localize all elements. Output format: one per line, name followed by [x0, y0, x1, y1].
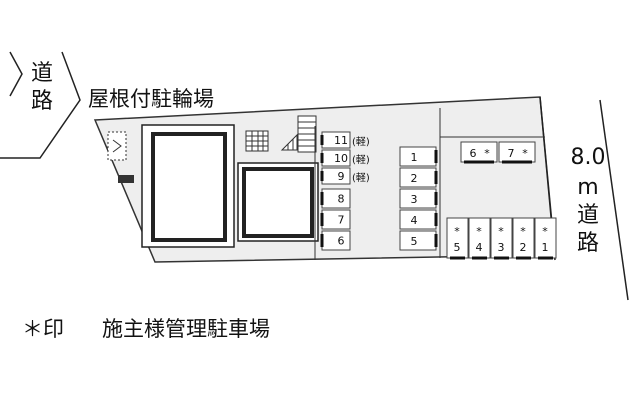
slot-mark: *: [454, 225, 460, 238]
parking-slot-5: 5: [399, 230, 438, 251]
road-right-unit: m: [577, 175, 598, 200]
road-left-char-1: 道: [31, 61, 53, 86]
building-second: [242, 167, 314, 238]
slot-mark: *: [476, 225, 482, 238]
slot-number: 3: [411, 193, 418, 206]
slot-mark: *: [520, 225, 526, 238]
slot-number: 9: [338, 170, 345, 183]
entrance-marker: [107, 131, 127, 161]
parking-slot-11: 11: [320, 131, 351, 149]
mailbox-icon: [118, 175, 134, 183]
top-right-slot-row: 6*7*: [460, 141, 536, 164]
bicycle-parking-label: 屋根付駐輪場: [88, 87, 214, 111]
slot-number: 1: [542, 241, 549, 254]
slot-number: 7: [338, 214, 345, 227]
slot-number: 6: [470, 147, 477, 160]
slot-number: 5: [411, 235, 418, 248]
slot-mark: *: [542, 225, 548, 238]
slot-mark: *: [484, 147, 490, 160]
middle-slot-column: 1 2 3 4 5: [399, 146, 438, 251]
road-right-char-2: 路: [577, 231, 599, 256]
left-slot-column: 11 10 9 8 7 6: [320, 131, 351, 251]
slot-number: 8: [338, 193, 345, 206]
parking-slot-6: 6*: [460, 141, 498, 164]
slot-number: 2: [520, 241, 527, 254]
kei-label-9: (軽): [352, 172, 370, 184]
parking-slot-1: 1: [399, 146, 438, 167]
road-left-marker-1: [9, 51, 23, 97]
slot-number: 5: [454, 241, 461, 254]
slot-mark: *: [498, 225, 504, 238]
parking-slot-1: *1: [534, 217, 557, 260]
parking-slot-2: *2: [512, 217, 535, 260]
slot-number: 4: [411, 214, 418, 227]
road-left-edge: [0, 51, 81, 159]
legend-text: 施主様管理駐車場: [102, 317, 270, 341]
slot-number: 2: [411, 172, 418, 185]
building-main: [151, 132, 227, 242]
slot-number: 3: [498, 241, 505, 254]
parking-slot-6: 6: [320, 230, 351, 251]
parking-slot-9: 9: [320, 167, 351, 185]
slot-number: 6: [338, 235, 345, 248]
slot-number: 7: [508, 147, 515, 160]
slot-number: 10: [334, 152, 348, 165]
parking-slot-5: *5: [446, 217, 469, 260]
slot-number: 1: [411, 151, 418, 164]
slot-number: 4: [476, 241, 483, 254]
road-right-width: 8.0: [571, 145, 606, 170]
parking-slot-7: 7: [320, 209, 351, 230]
entrance-chevron-icon: [112, 139, 122, 153]
road-right-char-1: 道: [577, 203, 599, 228]
bicycle-shelter: [245, 130, 269, 152]
parking-slot-8: 8: [320, 188, 351, 209]
kei-label-11: (軽): [352, 136, 370, 148]
parking-slot-7: 7*: [498, 141, 536, 164]
parking-slot-4: 4: [399, 209, 438, 230]
parking-slot-10: 10: [320, 149, 351, 167]
stairs: [280, 115, 317, 153]
road-right-edge: [599, 99, 629, 301]
parking-slot-3: *3: [490, 217, 513, 260]
parking-slot-3: 3: [399, 188, 438, 209]
road-left-char-2: 路: [31, 89, 53, 114]
parking-slot-2: 2: [399, 167, 438, 188]
kei-label-10: (軽): [352, 154, 370, 166]
slot-number: 11: [334, 134, 348, 147]
legend-symbol: ＊印: [22, 317, 64, 341]
parking-slot-4: *4: [468, 217, 491, 260]
bottom-right-slot-row: *5*4*3*2*1: [446, 217, 557, 260]
slot-mark: *: [522, 147, 528, 160]
